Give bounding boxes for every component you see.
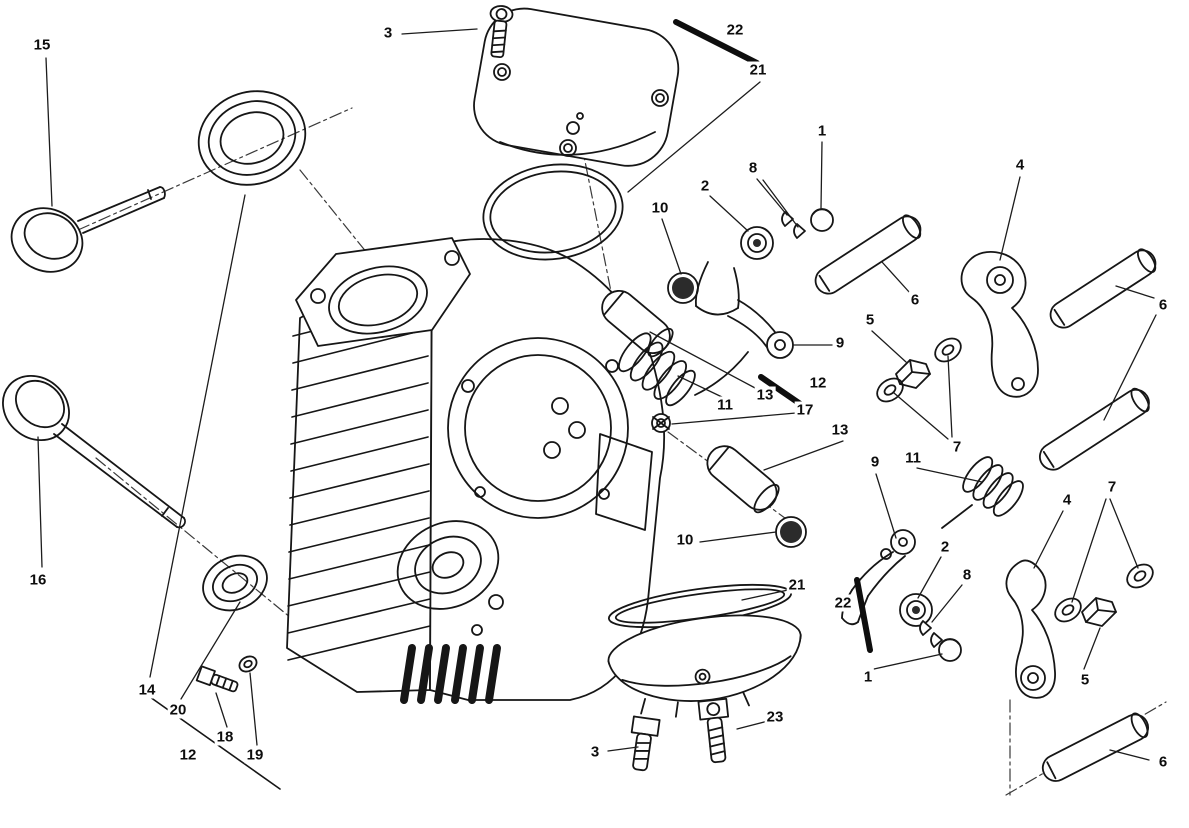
part-callout-5: 5 [1078,671,1092,689]
part-callout-5: 5 [863,311,877,329]
part-callout-6: 6 [908,291,922,309]
spring-retainer-2a [740,226,774,260]
part-callout-13: 13 [754,386,776,404]
part-callout-10: 10 [649,199,671,217]
part-callout-7: 7 [1105,478,1119,496]
valve-15 [10,186,166,273]
part-callout-8: 8 [746,159,760,177]
cover-bolt-23 [697,697,730,764]
bolt-18 [195,665,239,693]
part-callout-15: 15 [31,36,53,54]
closing-rocker-4a [960,251,1039,398]
collets-8b [919,620,943,648]
part-callout-3: 3 [381,24,395,42]
valve-16 [2,374,186,529]
part-callout-14: 14 [136,681,158,699]
part-callout-17: 17 [794,401,816,419]
washer-19 [238,655,258,673]
closing-rocker-4b [1005,559,1056,699]
washer-7c [1054,597,1082,623]
part-callout-19: 19 [244,746,266,764]
opening-rocker-9b [841,529,916,626]
cooling-fins [287,301,431,661]
part-callout-21: 21 [786,576,808,594]
valve-spring-11b [941,456,1024,529]
part-callout-8: 8 [960,566,974,584]
part-callout-22: 22 [724,21,746,39]
tappet-13a [601,289,674,358]
valve-cap-1a [810,208,834,232]
part-callout-4: 4 [1013,156,1027,174]
part-callout-9: 9 [868,453,882,471]
lower-cover [607,614,802,718]
cover-bolt-top [489,5,514,59]
intake-port-flange [295,237,471,347]
washer-7a [876,377,904,403]
side-boss-panel [595,433,653,531]
rocker-shaft-6c [1039,387,1150,471]
spring-seat-10a [667,272,699,304]
part-callout-18: 18 [214,728,236,746]
part-callout-21: 21 [747,61,769,79]
valve-spring-11a [618,332,749,407]
valve-cap-1b [938,638,962,662]
tappet-13b [706,445,780,514]
part-callout-9: 9 [833,334,847,352]
valve-seal-ring-upper [197,90,307,186]
part-callout-6: 6 [1156,296,1170,314]
bottom-fins [400,594,504,704]
part-callout-13: 13 [829,421,851,439]
leader-lines [37,28,1157,761]
opening-rocker-9a [695,261,794,359]
rocker-shaft-6d [1041,712,1149,782]
set-screw-17 [651,413,671,433]
part-callout-12: 12 [807,374,829,392]
valve-cover [473,7,680,167]
part-callout-1: 1 [815,122,829,140]
part-callout-11: 11 [715,396,735,414]
shaft-retainer-5b [1081,597,1117,627]
part-callout-12: 12 [177,746,199,764]
part-callout-3: 3 [588,743,602,761]
shaft-retainer-5a [895,359,931,389]
rocker-shaft-6b [1049,248,1157,329]
combustion-chamber [447,337,629,519]
o-ring-gasket [482,163,624,261]
part-callout-7: 7 [950,438,964,456]
collets-8a [781,211,806,239]
valve-guide-boss [396,520,500,610]
cover-bolt-bottom-3 [630,715,661,772]
spring-retainer-2b [899,593,933,627]
part-callout-2: 2 [698,177,712,195]
part-callout-20: 20 [167,701,189,719]
part-callout-1: 1 [861,668,875,686]
washer-7b [934,337,962,363]
part-callout-23: 23 [764,708,786,726]
part-callout-10: 10 [674,531,696,549]
rocker-shaft-6a [814,214,922,295]
part-callout-16: 16 [27,571,49,589]
washer-7d [1126,563,1154,589]
valve-seal-ring-lower [202,554,268,612]
spring-seat-10b [775,516,807,548]
part-callout-22: 22 [832,594,854,612]
part-callout-6: 6 [1156,753,1170,771]
part-callout-11: 11 [903,449,923,467]
part-callout-4: 4 [1060,491,1074,509]
part-callout-2: 2 [938,538,952,556]
